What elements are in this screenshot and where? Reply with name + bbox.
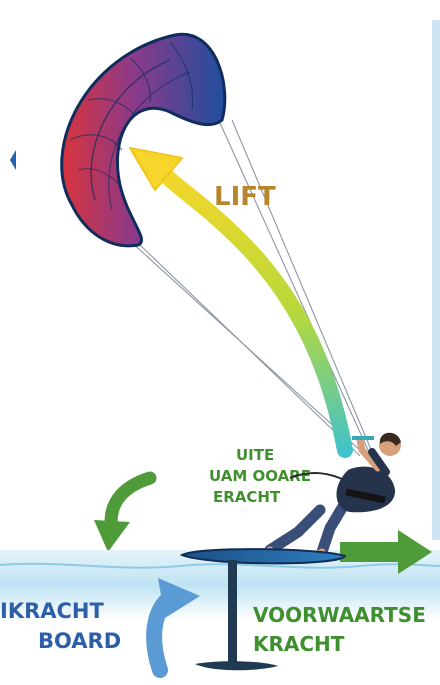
center-label-line3: ERACHT <box>213 488 281 506</box>
green-curved-arrow <box>94 478 150 552</box>
left-label-line2: BOARD <box>38 629 121 653</box>
lift-label: LIFT <box>214 182 276 212</box>
right-edge-strip <box>432 20 440 540</box>
right-label-line1: VOORWAARTSE <box>253 603 426 627</box>
center-label-line1: UITE <box>236 446 274 464</box>
right-label-line2: KRACHT <box>253 632 345 656</box>
left-label-line1: IKRACHT <box>0 599 104 623</box>
left-edge-marker-icon <box>10 150 16 170</box>
